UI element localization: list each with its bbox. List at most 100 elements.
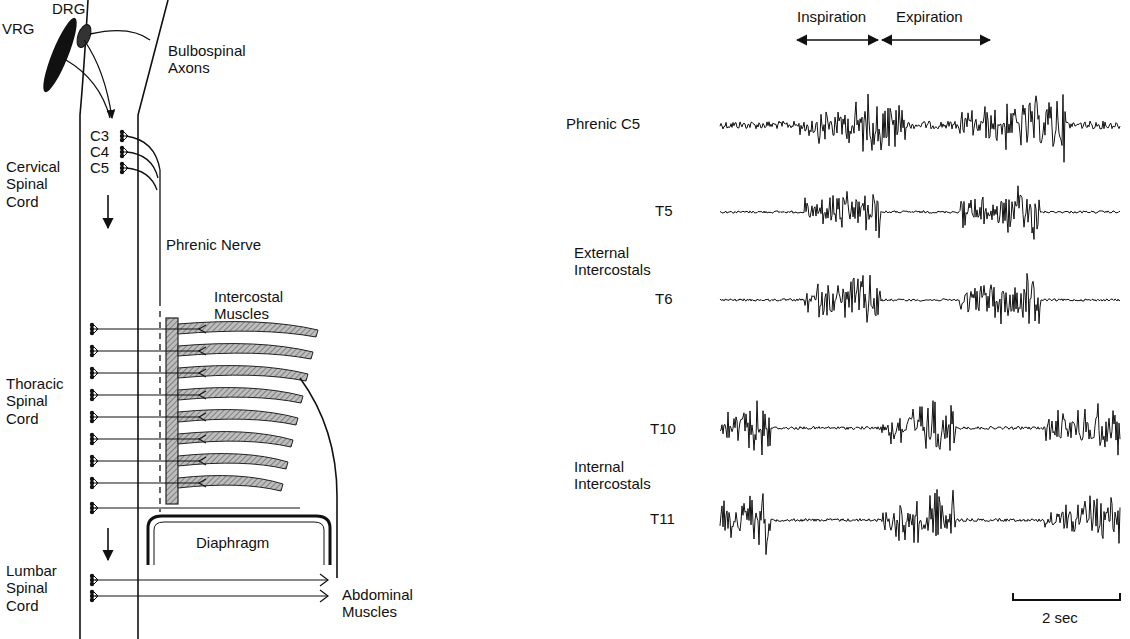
descending-arrow bbox=[107, 528, 109, 560]
cord-outline bbox=[138, 0, 168, 639]
trace-label: T6 bbox=[655, 290, 673, 307]
root-dot bbox=[90, 331, 94, 335]
region-label: Cervical Spinal Cord bbox=[6, 158, 70, 210]
nerve-terminal bbox=[199, 347, 206, 355]
emg-trace bbox=[720, 401, 1120, 455]
root-fiber bbox=[124, 164, 128, 172]
region-label: Lumbar Spinal Cord bbox=[6, 562, 70, 614]
root-dot bbox=[90, 327, 94, 331]
emg-trace bbox=[720, 489, 1120, 554]
root-dot bbox=[90, 411, 94, 415]
phrenic-nerve bbox=[159, 300, 160, 512]
root-dot bbox=[120, 138, 124, 142]
root-dot bbox=[90, 371, 94, 375]
intercostal-nerve bbox=[96, 394, 200, 395]
bulbospinal-axon bbox=[84, 40, 112, 118]
nerve-terminal bbox=[199, 325, 206, 333]
root-dot bbox=[90, 485, 94, 489]
root-dot bbox=[90, 433, 94, 437]
diaphragm-outline bbox=[154, 522, 324, 565]
emg-trace bbox=[720, 94, 1120, 162]
pathway-label: Bulbospinal Axons bbox=[168, 42, 258, 77]
intercostal-nerve bbox=[96, 438, 200, 439]
root-dot bbox=[90, 594, 94, 598]
root-fiber bbox=[124, 132, 128, 140]
group-label: Internal Intercostals bbox=[574, 458, 662, 493]
root-dot bbox=[90, 375, 94, 379]
nerve-terminal bbox=[199, 413, 206, 421]
phase-label: Expiration bbox=[896, 8, 963, 25]
root-dot bbox=[90, 437, 94, 441]
trace-label: T10 bbox=[650, 420, 676, 437]
bulbospinal-axon bbox=[66, 60, 110, 118]
segment-label: C3 bbox=[90, 127, 109, 144]
cord-outline bbox=[80, 0, 88, 639]
root-dot bbox=[90, 459, 94, 463]
root-fiber bbox=[94, 435, 98, 443]
trace-label: T11 bbox=[650, 510, 675, 527]
intercostal-nerve bbox=[96, 460, 200, 461]
root-fiber bbox=[94, 413, 98, 421]
nerve-terminal bbox=[199, 369, 206, 377]
nerve bbox=[95, 507, 300, 508]
root-dot bbox=[90, 477, 94, 481]
root-dot bbox=[90, 455, 94, 459]
intercostal-nerve bbox=[96, 372, 200, 373]
root-dot bbox=[120, 134, 124, 138]
muscle-label: Intercostal Muscles bbox=[214, 288, 304, 323]
phrenic-nerve bbox=[126, 136, 160, 300]
trace-label: T5 bbox=[655, 202, 673, 219]
intercostal-nerve bbox=[96, 328, 200, 329]
root-dot bbox=[90, 345, 94, 349]
intercostal-muscles bbox=[178, 322, 318, 491]
root-dot bbox=[90, 502, 94, 506]
root-dot bbox=[90, 506, 94, 510]
vrg-nucleus bbox=[38, 15, 83, 95]
root-dot bbox=[90, 574, 94, 578]
nerve-terminal bbox=[199, 391, 206, 399]
nerve-terminal bbox=[199, 479, 206, 487]
nucleus-label: DRG bbox=[52, 0, 85, 17]
root-fiber bbox=[94, 325, 98, 333]
nerve bbox=[95, 595, 328, 596]
phase-arrow bbox=[882, 39, 990, 41]
nerve bbox=[95, 579, 328, 580]
root-dot bbox=[120, 162, 124, 166]
root-dot bbox=[90, 415, 94, 419]
root-dot bbox=[120, 154, 124, 158]
root-dot bbox=[90, 419, 94, 423]
root-fiber bbox=[94, 347, 98, 355]
root-dot bbox=[90, 397, 94, 401]
emg-traces bbox=[720, 94, 1120, 555]
nucleus-label: VRG bbox=[2, 20, 35, 37]
segment-label: C5 bbox=[90, 159, 109, 176]
root-dot bbox=[90, 598, 94, 602]
phrenic-nerve bbox=[126, 168, 157, 190]
root-dot bbox=[90, 367, 94, 371]
abdominal-muscle bbox=[300, 378, 337, 578]
root-dot bbox=[120, 170, 124, 174]
root-dot bbox=[90, 353, 94, 357]
root-fiber bbox=[94, 457, 98, 465]
root-dot bbox=[120, 130, 124, 134]
root-dot bbox=[90, 441, 94, 445]
intercostal-nerve bbox=[96, 416, 200, 417]
bulbospinal-axon bbox=[90, 31, 150, 40]
intercostal-nerve bbox=[96, 350, 200, 351]
phrenic-nerve bbox=[126, 152, 158, 178]
root-dot bbox=[90, 590, 94, 594]
root-dot bbox=[90, 393, 94, 397]
root-dot bbox=[120, 166, 124, 170]
muscle-label: Abdominal Muscles bbox=[342, 586, 426, 621]
region-label: Thoracic Spinal Cord bbox=[6, 375, 70, 427]
root-fiber bbox=[124, 148, 128, 156]
root-dot bbox=[90, 463, 94, 467]
root-fiber bbox=[94, 391, 98, 399]
rib-bar bbox=[166, 318, 178, 504]
segment-label: C4 bbox=[90, 143, 109, 160]
root-dot bbox=[90, 582, 94, 586]
root-dot bbox=[120, 150, 124, 154]
group-label: External Intercostals bbox=[574, 244, 662, 279]
